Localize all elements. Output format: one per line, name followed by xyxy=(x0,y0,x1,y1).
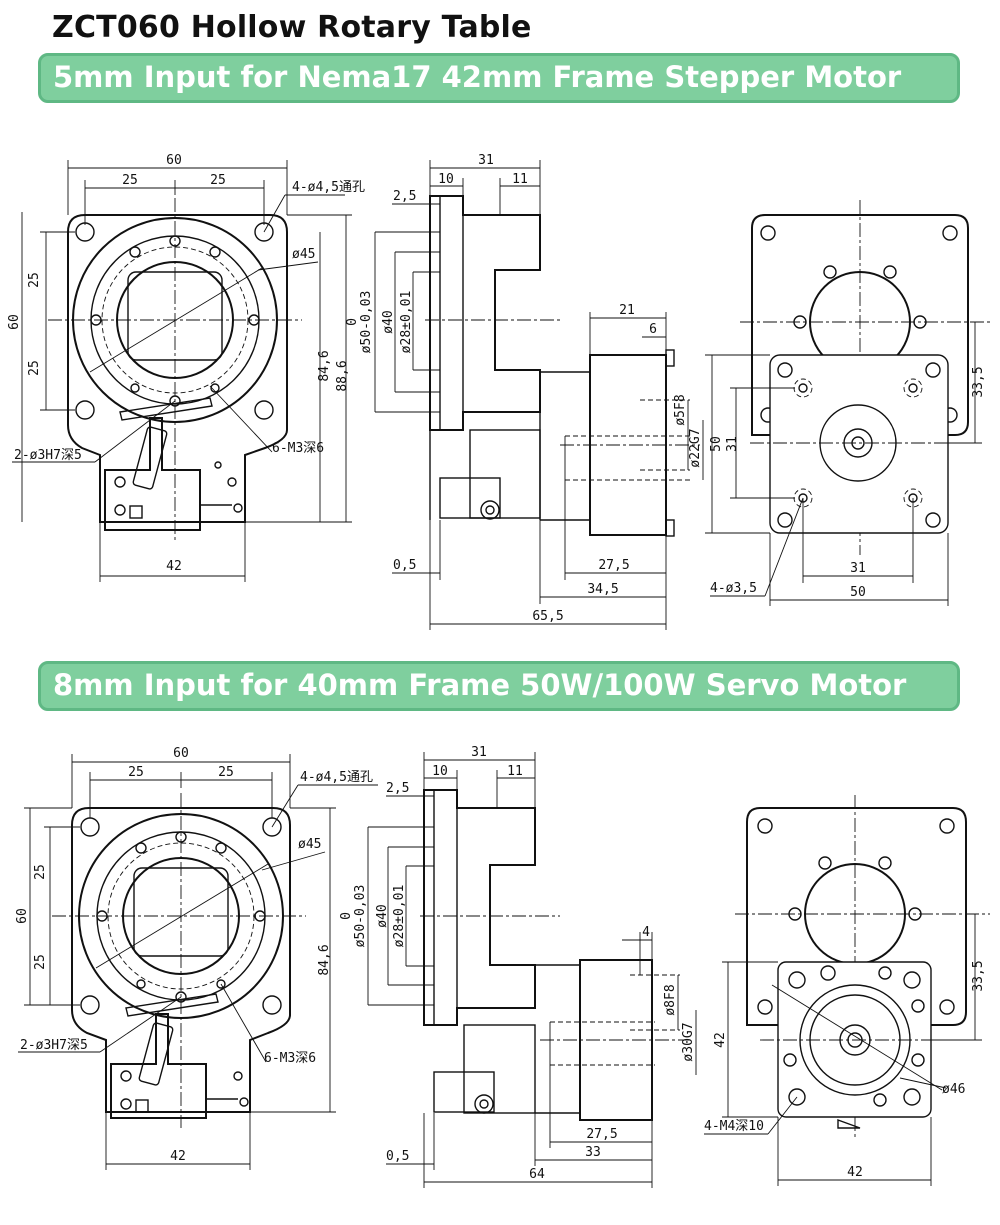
dim-d28: ø28±0,01 xyxy=(399,291,414,354)
dim-d5: ø5F8 xyxy=(673,394,688,425)
page-title: ZCT060 Hollow Rotary Table xyxy=(52,10,532,45)
dim-88-6: 88,6 xyxy=(335,360,350,391)
dim-25-left: 25 xyxy=(122,173,138,188)
front-view: 60 25 25 4-ø4,5通孔 25 60 25 ø45 84,6 88,6… xyxy=(7,153,365,582)
dim-side-27-5: 27,5 xyxy=(586,1127,617,1142)
dim-side-4: 4 xyxy=(642,925,650,940)
dim-d40: ø40 xyxy=(375,904,390,927)
dim-d22: ø22G7 xyxy=(688,428,703,467)
side-view: 31 10 11 2,5 ø50-0,03 0 ø40 ø28±0,01 4 ø… xyxy=(339,745,697,1188)
dim-d50: ø50-0,03 xyxy=(359,291,374,354)
dim-motor-w50: 50 xyxy=(850,585,866,600)
label-motor-holes: 4-M4深10 xyxy=(704,1119,764,1134)
dim-motor-33-5: 33,5 xyxy=(971,366,986,397)
dim-side-11: 11 xyxy=(512,172,528,187)
dim-side-11: 11 xyxy=(507,764,523,779)
label-mount-holes: 4-ø4,5通孔 xyxy=(292,180,365,195)
label-pin-holes: 2-ø3H7深5 xyxy=(14,448,82,463)
dim-side-2-5: 2,5 xyxy=(393,189,416,204)
dim-25-lower: 25 xyxy=(27,360,42,376)
dim-side-31: 31 xyxy=(471,745,487,760)
label-mount-holes: 4-ø4,5通孔 xyxy=(300,770,373,785)
dim-motor-w31: 31 xyxy=(850,561,866,576)
dim-25-right: 25 xyxy=(218,765,234,780)
dim-d30: ø30G7 xyxy=(681,1022,696,1061)
dim-side-34-5: 34,5 xyxy=(587,582,618,597)
dim-side-21: 21 xyxy=(619,303,635,318)
dim-width-60: 60 xyxy=(173,746,189,761)
dim-motor-42: 42 xyxy=(713,1032,728,1048)
section-heading: 8mm Input for 40mm Frame 50W/100W Servo … xyxy=(53,668,907,702)
dim-width-42: 42 xyxy=(166,559,182,574)
dim-25-left: 25 xyxy=(128,765,144,780)
front-view: 60 25 25 4-ø4,5通孔 25 60 25 ø45 84,6 2-ø3… xyxy=(15,746,378,1170)
servo-drawing: 60 25 25 4-ø4,5通孔 25 60 25 ø45 84,6 2-ø3… xyxy=(15,745,990,1188)
dim-side-0-5: 0,5 xyxy=(393,558,416,573)
dim-motor-33-5: 33,5 xyxy=(971,960,986,991)
dim-height-60: 60 xyxy=(7,314,22,330)
label-d45: ø45 xyxy=(298,837,321,852)
dim-side-6: 6 xyxy=(649,322,657,337)
dim-d50-tol: 0 xyxy=(339,912,354,920)
label-motor-holes: 4-ø3,5 xyxy=(710,581,757,596)
dim-side-27-5: 27,5 xyxy=(598,558,629,573)
dim-25-lower: 25 xyxy=(33,954,48,970)
dim-motor-31: 31 xyxy=(725,436,740,452)
label-m3-threads: 6-M3深6 xyxy=(272,441,324,456)
dim-motor-w42: 42 xyxy=(847,1165,863,1180)
dim-d28: ø28±0,01 xyxy=(392,885,407,948)
dim-d50-tol: 0 xyxy=(345,318,360,326)
section-banner-servo: 8mm Input for 40mm Frame 50W/100W Servo … xyxy=(38,661,960,711)
section-heading: 5mm Input for Nema17 42mm Frame Stepper … xyxy=(53,60,902,94)
dim-side-31: 31 xyxy=(478,153,494,168)
dim-side-64: 64 xyxy=(529,1167,545,1182)
dim-d8: ø8F8 xyxy=(663,984,678,1015)
dim-side-0-5: 0,5 xyxy=(386,1149,409,1164)
label-d45: ø45 xyxy=(292,247,315,262)
dim-25-upper: 25 xyxy=(33,864,48,880)
dim-side-2-5: 2,5 xyxy=(386,781,409,796)
dim-25-right: 25 xyxy=(210,173,226,188)
dim-side-10: 10 xyxy=(432,764,448,779)
dim-side-10: 10 xyxy=(438,172,454,187)
label-pin-holes: 2-ø3H7深5 xyxy=(20,1038,88,1053)
dim-height-60: 60 xyxy=(15,908,30,924)
dim-motor-50: 50 xyxy=(709,436,724,452)
dim-25-upper: 25 xyxy=(27,272,42,288)
dim-width-42: 42 xyxy=(170,1149,186,1164)
motor-view: 42 33,5 ø46 4-M4深10 42 xyxy=(704,795,990,1186)
label-m3-threads: 6-M3深6 xyxy=(264,1051,316,1066)
dim-side-33: 33 xyxy=(585,1145,601,1160)
dim-d40: ø40 xyxy=(381,310,396,333)
section-banner-stepper: 5mm Input for Nema17 42mm Frame Stepper … xyxy=(38,53,960,103)
stepper-drawing: 60 25 25 4-ø4,5通孔 25 60 25 ø45 84,6 88,6… xyxy=(7,153,990,630)
dim-side-65-5: 65,5 xyxy=(532,609,563,624)
dim-84-6: 84,6 xyxy=(317,944,332,975)
dim-84-6: 84,6 xyxy=(317,350,332,381)
side-view: 31 10 11 2,5 ø50-0,03 0 ø40 ø28±0,01 21 … xyxy=(345,153,704,630)
label-motor-d46: ø46 xyxy=(942,1082,965,1097)
motor-view: 50 31 33,5 31 50 4-ø3,5 xyxy=(705,200,990,606)
dim-width-60: 60 xyxy=(166,153,182,168)
dim-d50: ø50-0,03 xyxy=(353,885,368,948)
